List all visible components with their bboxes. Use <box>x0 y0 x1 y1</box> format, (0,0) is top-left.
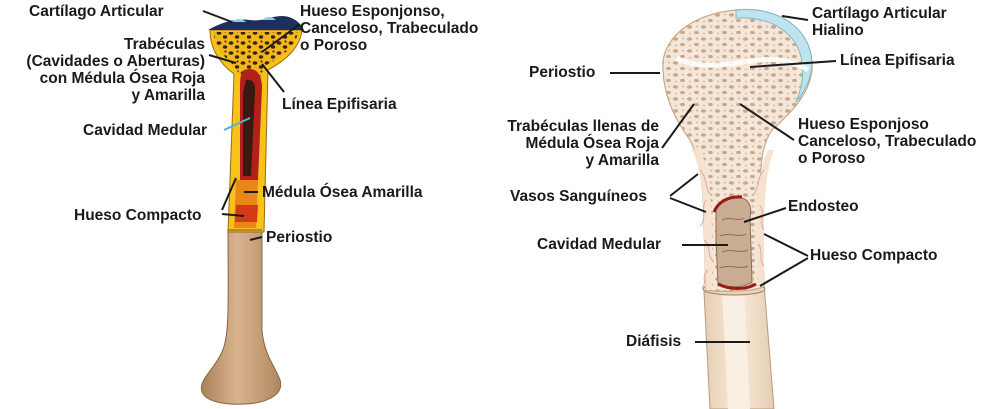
leader-cavidad-left <box>223 117 251 131</box>
right-bone-illustration <box>662 8 813 409</box>
leader-cartilago-right <box>781 15 809 21</box>
leader-compacto-left-a <box>221 177 237 211</box>
leader-compacto-right-b <box>759 257 809 287</box>
label-line: Canceloso, Trabeculado <box>798 133 977 150</box>
right-medullary-cavity <box>715 197 753 288</box>
leader-linea-right <box>749 60 837 68</box>
label-line: Hueso Esponjonso, <box>300 3 445 20</box>
label-trabeculas-right: Trabéculas llenas de Médula Ósea Roja y … <box>507 118 659 169</box>
label-line: o Poroso <box>300 37 368 54</box>
leader-esponjoso-left <box>261 23 301 53</box>
label-linea-epifisaria-left: Línea Epifisaria <box>282 96 397 113</box>
label-line: con Médula Ósea Roja <box>39 70 205 87</box>
leader-esponjoso-right <box>739 103 795 141</box>
label-cavidad-medular-left: Cavidad Medular <box>83 122 208 139</box>
leader-vasos-right-b <box>669 197 707 213</box>
left-bone-spongy-epiphysis <box>214 32 298 90</box>
right-blood-vessels <box>699 169 765 289</box>
label-line: Canceloso, Trabeculado <box>300 20 479 37</box>
left-bone-distal-shaft <box>200 229 282 405</box>
right-marrow-bottom <box>717 282 757 290</box>
label-line: Médula Ósea Roja <box>525 135 659 152</box>
leader-compacto-right-a <box>763 233 809 257</box>
label-endosteo-right: Endosteo <box>788 198 859 215</box>
label-line: y Amarilla <box>131 87 205 104</box>
label-cavidad-medular-right: Cavidad Medular <box>537 236 662 253</box>
right-compact-wall-left <box>692 150 712 290</box>
right-leader-lines <box>610 15 837 343</box>
left-cartilage-highlight-2 <box>262 17 276 20</box>
left-bone-marrow-dark <box>243 79 256 176</box>
label-vasos-sanguineos-right: Vasos Sanguíneos <box>510 188 647 205</box>
leader-cartilago-left <box>202 10 233 23</box>
leader-vasos-right-a <box>669 173 699 197</box>
left-bone-red-band <box>235 205 258 222</box>
label-line: y Amarilla <box>585 152 659 169</box>
label-periostio-right: Periostio <box>529 64 596 81</box>
right-medullary-texture <box>719 217 749 269</box>
label-periostio-left: Periostio <box>266 229 333 246</box>
label-line: Cartílago Articular <box>812 5 947 22</box>
label-line: (Cavidades o Aberturas) <box>26 53 205 70</box>
leader-trabeculas-right <box>661 103 695 149</box>
label-line: Hialino <box>812 22 864 39</box>
label-line: Trabéculas llenas de <box>507 118 659 135</box>
leader-endosteo-right <box>743 207 787 223</box>
leader-compacto-left-b <box>221 213 245 217</box>
right-endosteum <box>712 195 743 213</box>
label-diafisis-right: Diáfisis <box>626 333 682 350</box>
right-hyaline-cartilage <box>735 9 813 103</box>
label-cartilago-articular-left: Cartílago Articular <box>29 3 164 20</box>
label-line: o Poroso <box>798 150 866 167</box>
leader-trabeculas-left <box>208 54 237 64</box>
left-leader-lines <box>202 10 301 241</box>
right-diaphysis-center <box>722 290 750 409</box>
label-medula-amarilla-left: Médula Ósea Amarilla <box>262 184 423 201</box>
label-line: Hueso Esponjoso <box>798 116 929 133</box>
leader-linea-left <box>261 63 285 93</box>
left-bone-illustration <box>200 16 304 405</box>
label-line: Trabéculas <box>124 36 205 53</box>
label-linea-epifisaria-right: Línea Epifisaria <box>840 52 955 69</box>
label-hueso-compacto-right: Hueso Compacto <box>810 247 938 264</box>
label-cartilago-hialino-right: Cartílago Articular Hialino <box>812 5 947 39</box>
left-cartilage-highlight-1 <box>232 19 246 22</box>
leader-periostio-left <box>249 236 263 241</box>
label-hueso-compacto-left: Hueso Compacto <box>74 207 202 224</box>
label-hueso-esponjoso-left: Hueso Esponjonso, Canceloso, Trabeculado… <box>300 3 478 54</box>
left-articular-cartilage <box>208 16 304 30</box>
label-hueso-esponjoso-right: Hueso Esponjoso Canceloso, Trabeculado o… <box>798 116 976 167</box>
label-trabeculas-left: Trabéculas (Cavidades o Aberturas) con M… <box>26 36 205 104</box>
